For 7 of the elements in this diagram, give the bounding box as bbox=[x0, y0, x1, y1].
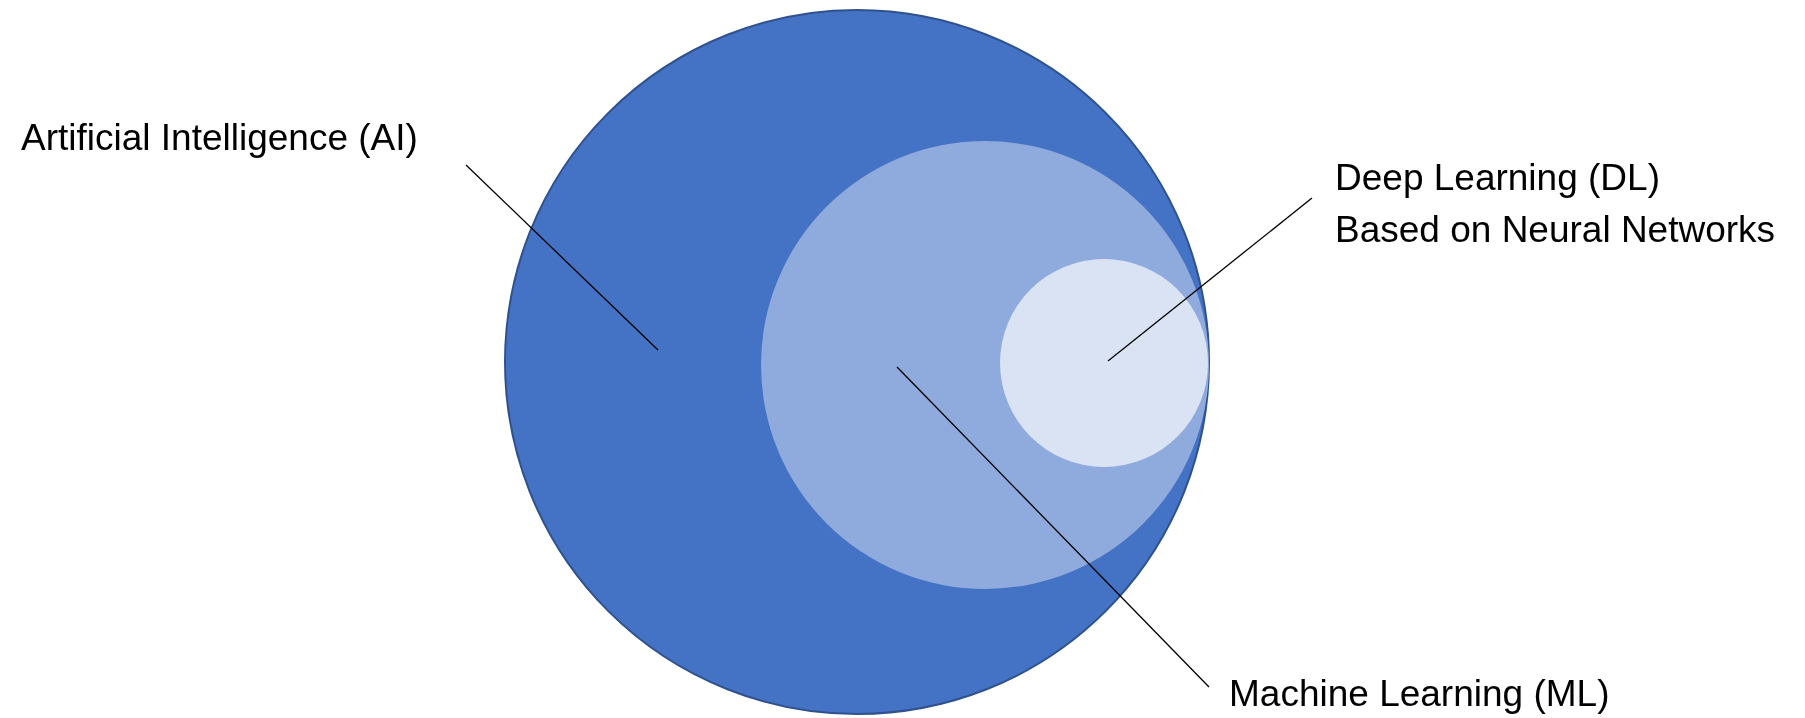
leader-line bbox=[1107, 197, 1313, 362]
label-text: Artificial Intelligence (AI) bbox=[21, 116, 418, 160]
leader-line bbox=[465, 164, 659, 351]
leader-line bbox=[896, 366, 1210, 688]
label-text: Deep Learning (DL) bbox=[1335, 156, 1661, 200]
label-text: Machine Learning (ML) bbox=[1229, 672, 1610, 716]
label-text: Based on Neural Networks bbox=[1335, 208, 1776, 252]
